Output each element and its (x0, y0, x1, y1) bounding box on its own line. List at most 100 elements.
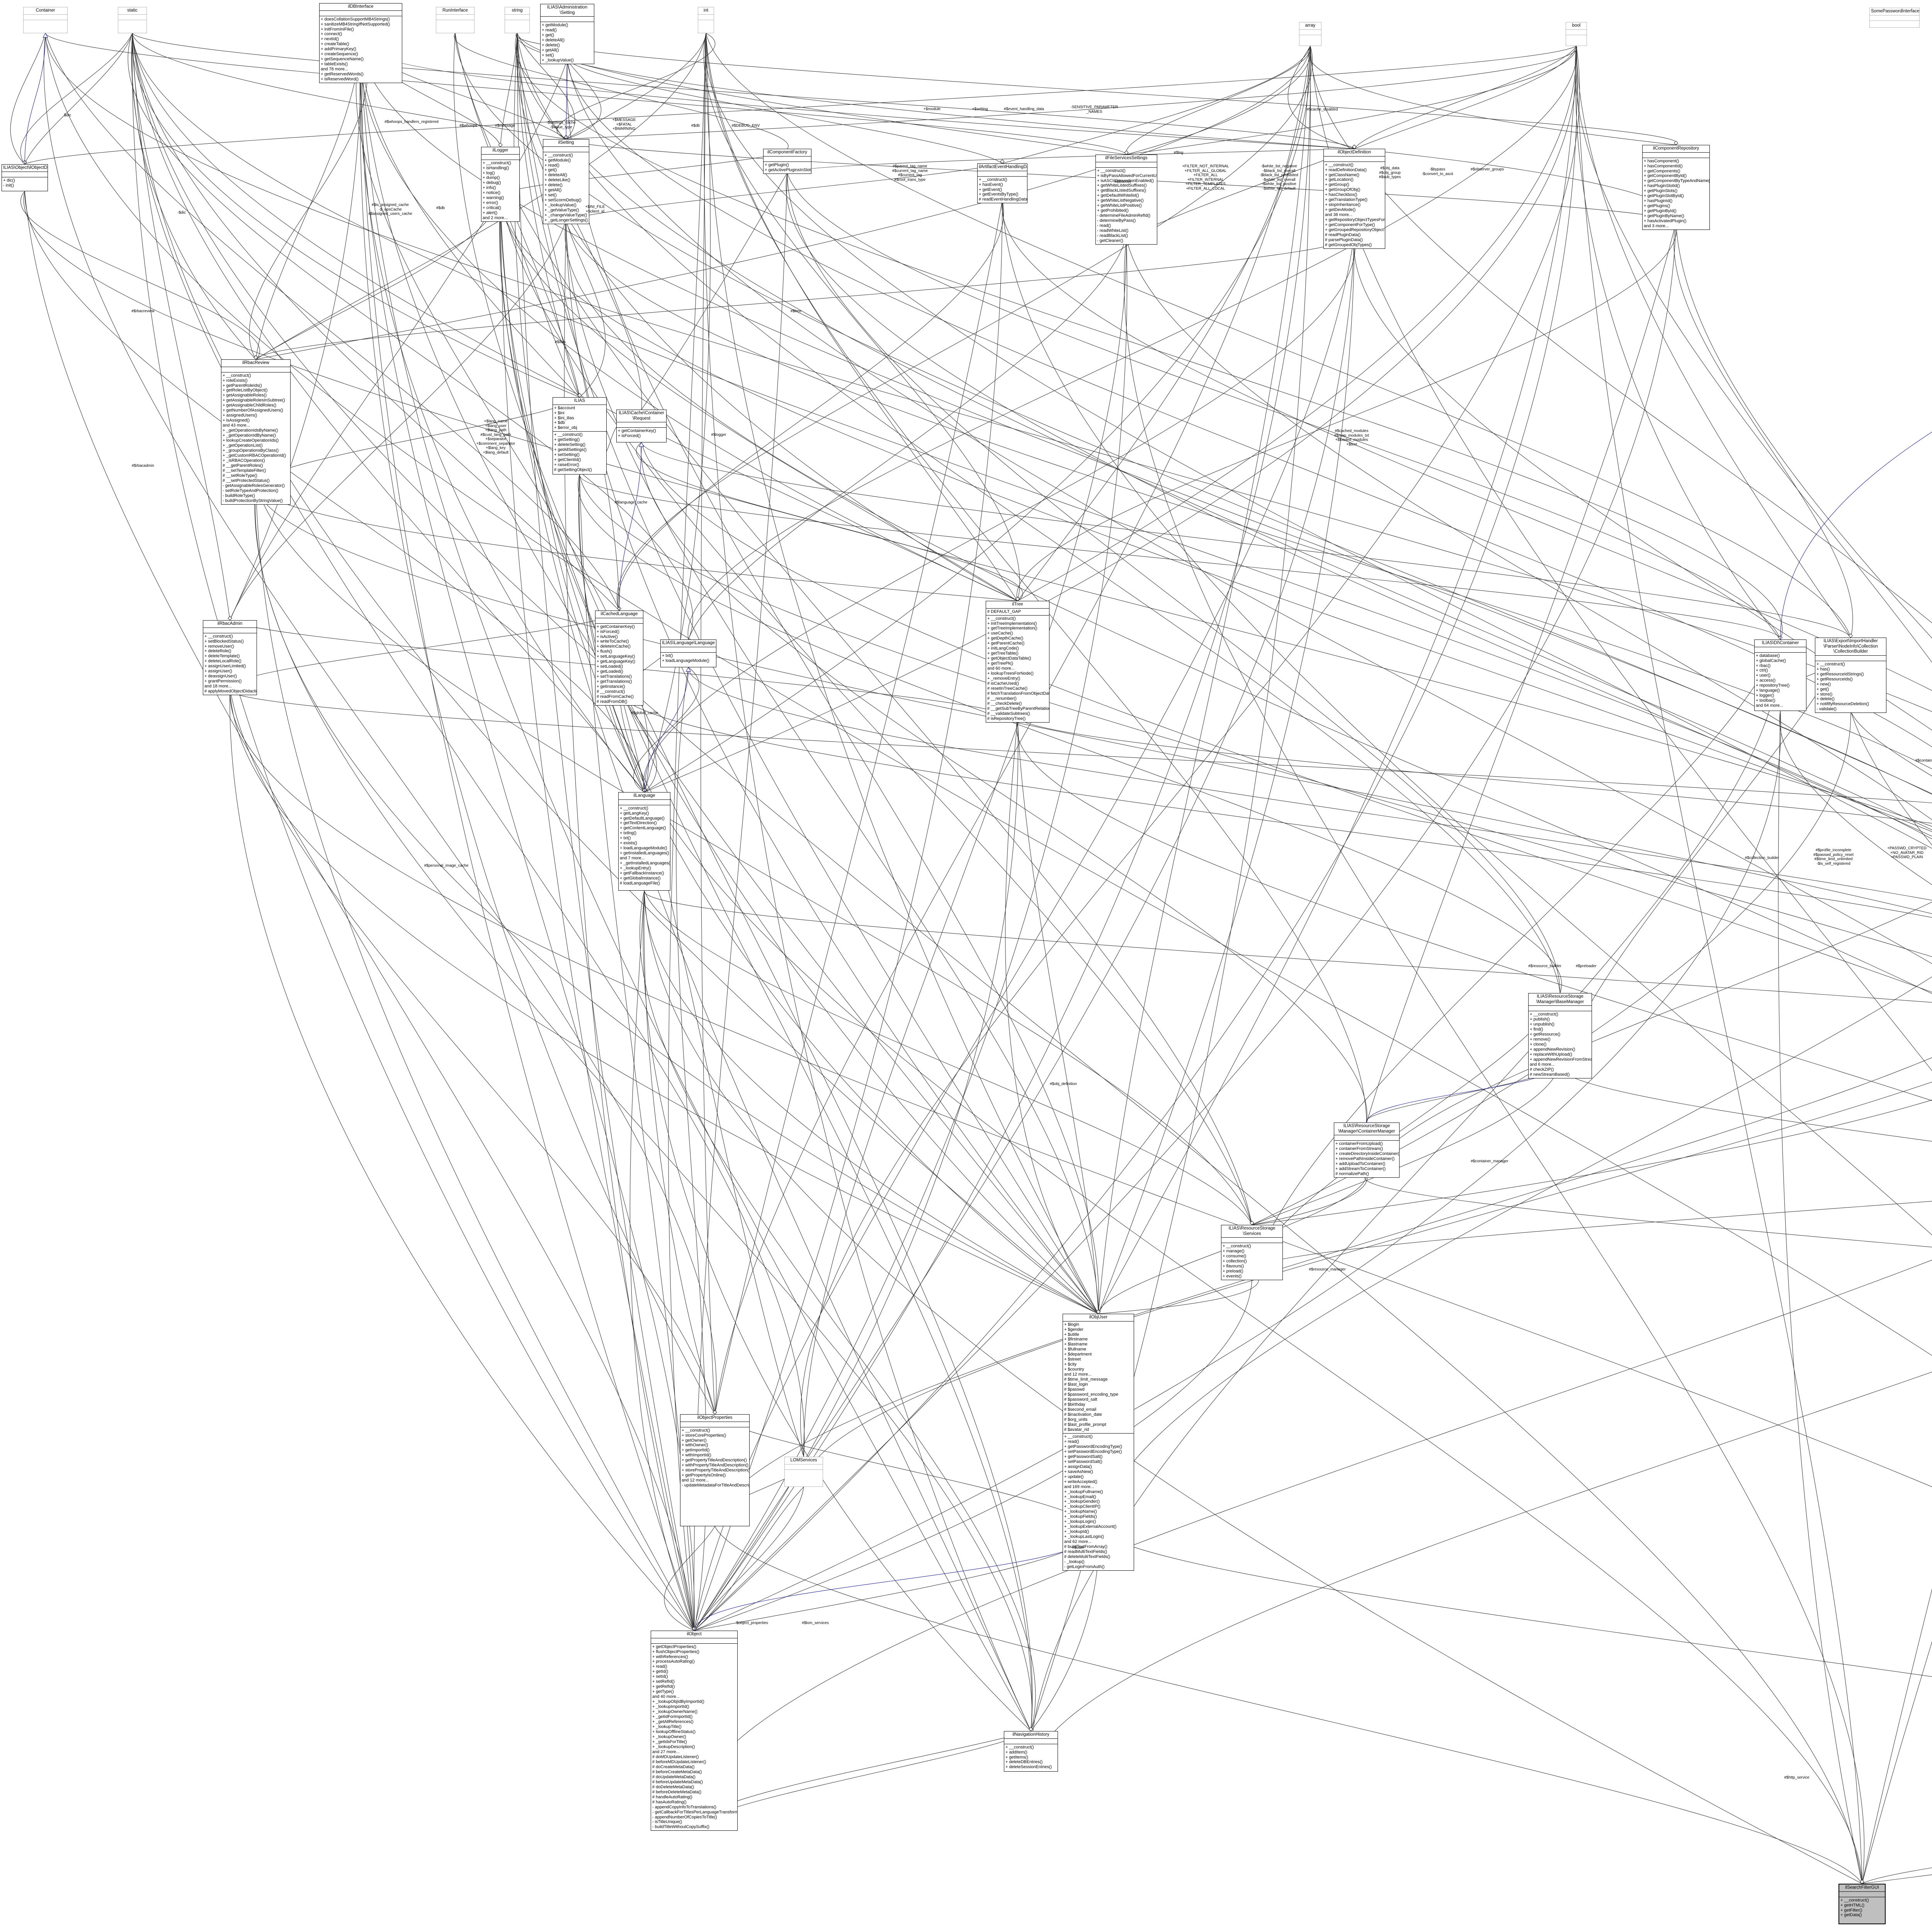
aggregation-diamond (692, 1626, 697, 1631)
class-node-ilobjuser[interactable]: ilObjUser+ $login+ $gender+ $utitle+ $fi… (1063, 1314, 1134, 1571)
class-node-operations: + database()+ globalCache()+ rbac()+ ctr… (1755, 653, 1806, 709)
class-operation: - isTitleUnique() (652, 1820, 682, 1825)
class-operation: + remove() (1530, 1037, 1551, 1042)
class-operation: + _lookupName() (1064, 1509, 1097, 1514)
class-node-operations (1299, 35, 1321, 37)
class-operation: + _lookupValue() (542, 58, 574, 63)
class-operation: and 43 more... (223, 423, 250, 428)
class-node-static[interactable]: static (118, 7, 147, 33)
class-operation: + __construct() (620, 806, 648, 811)
class-node-ilrbacreview[interactable]: ilRbacReview+ __construct()+ roleExists(… (221, 359, 291, 505)
class-node-ilias_rs_manager_basemanager[interactable]: ILIAS\ResourceStorage \Manager\BaseManag… (1528, 993, 1592, 1078)
class-node-attributes (764, 156, 811, 162)
class-operation: + isASCIIConvertionEnabled() (1097, 178, 1154, 183)
class-operation: + storePropertyTitleAndDescription() (682, 1468, 750, 1473)
aggregation-edge (20, 33, 133, 165)
class-node-ilfileservicessettings[interactable]: ilFileServicesSettings+ __construct()+ i… (1095, 155, 1157, 245)
class-node-ilias_object_ilobjectdic[interactable]: ILIAS\Object\ilObjectDIC+ dic()- init() (2, 164, 48, 191)
class-node-ilias[interactable]: ILIAS+ $account+ $ini+ $ini_ilias+ $db+ … (553, 397, 607, 474)
aggregation-diamond (253, 355, 258, 360)
class-operation: + createSequence() (321, 52, 358, 57)
class-node-ilcomponentrepository[interactable]: ilComponentRepository+ hasComponent()+ h… (1642, 145, 1710, 230)
class-operation: + clone() (1530, 1042, 1547, 1047)
aggregation-edge (10, 33, 46, 165)
class-operation: + notice() (483, 190, 501, 196)
class-operation: # __checkDelete() (987, 701, 1022, 706)
class-operation: + removeUser() (204, 644, 234, 649)
class-operation: + setPasswordEncodingType() (1064, 1449, 1122, 1454)
class-operation: + get() (542, 33, 554, 38)
aggregation-edge (714, 200, 1003, 1415)
class-node-title: ILIAS\ResourceStorage \Manager\Container… (1334, 1123, 1399, 1136)
class-attribute: # $birthday (1064, 1402, 1085, 1407)
class-attribute: + $db (554, 420, 565, 425)
class-node-array[interactable]: array (1299, 22, 1321, 46)
aggregation-edge (24, 33, 133, 165)
class-operation: + getTranslations() (597, 679, 632, 684)
class-operation: + find() (1530, 1027, 1543, 1032)
class-node-int[interactable]: int (698, 7, 714, 33)
class-operation: and 6 more... (1530, 1062, 1555, 1067)
edge-label: #$cached_modules #$map_modules_txt +$loa… (1334, 429, 1369, 447)
class-node-ilsomepasswordinterface[interactable]: SomePasswordInterface (1869, 8, 1920, 28)
class-node-illogger[interactable]: ilLogger+ __construct()+ isHandling()+ l… (481, 147, 520, 222)
class-node-ilias_admin_setting[interactable]: ILIAS\Administration \Setting+ getModule… (540, 4, 594, 64)
aggregation-edge (1850, 711, 1932, 845)
class-node-attributes (118, 15, 146, 20)
class-node-ilobjectproperties[interactable]: ilObjectProperties+ __construct()+ store… (680, 1414, 750, 1526)
class-operation: + getGroupedRepositoryObjectTypes() (1325, 228, 1385, 233)
aggregation-edge (619, 687, 1862, 1884)
class-node-ilias_di_container[interactable]: ILIAS\DI\Container+ database()+ globalCa… (1754, 639, 1806, 711)
class-node-ilobject[interactable]: ilObject+ getObjectProperties()+ flushOb… (651, 1631, 738, 1831)
class-node-ilias_rs_manager_containermanager[interactable]: ILIAS\ResourceStorage \Manager\Container… (1334, 1122, 1400, 1178)
edge-label: #$is_assigned_cache -$_opsCache #$assign… (368, 203, 412, 216)
class-node-ilsearchfiltergui[interactable]: ilSearchFilterGUI+ __construct()+ getHTM… (1838, 1884, 1886, 1924)
class-node-title: static (118, 7, 146, 15)
aggregation-diamond (1029, 1727, 1033, 1731)
class-operation: + _lookupOwner() (652, 1735, 686, 1739)
class-operation: - appendCopyInfoToTranslations() (652, 1804, 716, 1810)
class-attribute: + $country (1064, 1367, 1084, 1372)
class-node-ilnavigationhistory[interactable]: ilNavigationHistory+ __construct()+ addI… (1004, 1731, 1058, 1772)
edge-label: #$DEBUG_ENV (731, 124, 760, 128)
class-node-title: LOMServices (785, 1457, 823, 1464)
aggregation-diamond (1096, 1310, 1101, 1314)
aggregation-edge (578, 474, 1562, 993)
class-node-ilcachedlanguage[interactable]: ilCachedLanguage+ getContainerKey()+ isF… (595, 611, 643, 706)
class-operation: and 38 more... (1325, 213, 1352, 218)
class-operation: + _getIdForImportId() (652, 1714, 693, 1719)
class-node-runinterface[interactable]: RunInterface (436, 7, 474, 33)
class-operation: + lookupCreateOperationIds() (223, 438, 279, 443)
aggregation-diamond (692, 1626, 697, 1631)
class-node-ilias_language_language[interactable]: ILIAS\Language\Language+ txt()+ loadLang… (660, 639, 716, 667)
class-node-ilias_import_collectionbuilder[interactable]: ILIAS\Export\ImportHandler \Parser\NodeI… (1815, 638, 1886, 713)
class-node-ildbinterface[interactable]: ilDBInterface+ doesCollationSupportMB4St… (319, 3, 402, 83)
class-operation: # readMultiTextFields() (1064, 1549, 1107, 1554)
class-node-illanguage[interactable]: ilLanguage+ __construct()+ getLangKey()+… (618, 792, 670, 891)
aggregation-edge (1850, 711, 1932, 777)
class-node-container[interactable]: Container (23, 7, 68, 33)
class-node-ilias_cache_container_request[interactable]: ILIAS\Cache\Container \Request+ getConta… (616, 410, 667, 442)
class-node-ilartifacteventhandlingdata[interactable]: ilArtifactEventHandlingData+ __construct… (977, 163, 1027, 204)
class-operation: + hasPluginSlotId() (1644, 184, 1680, 189)
class-node-string[interactable]: string (505, 7, 530, 33)
class-node-title: ILIAS\ResourceStorage \Manager\BaseManag… (1529, 993, 1592, 1006)
class-node-ilrbacadmin[interactable]: ilRbacAdmin+ __construct()+ setBlockedSt… (203, 620, 257, 696)
class-operation: + _lookupTitle() (652, 1725, 682, 1730)
class-node-ilsetting[interactable]: ilSetting+ __construct()+ getModule()+ r… (543, 139, 589, 224)
class-operation: + notififyResourceDeletion() (1816, 702, 1869, 707)
class-node-ilias_resourcestorage_services[interactable]: ILIAS\ResourceStorage \Services+ __const… (1221, 1225, 1283, 1280)
aggregation-diamond (692, 1626, 697, 1631)
class-attribute: + $error_obj (554, 425, 577, 430)
aggregation-edge (500, 197, 1932, 832)
class-node-ilobjectdefinition[interactable]: ilObjectDefinition+ __construct()+ readD… (1323, 149, 1385, 249)
class-node-lomservices[interactable]: LOMServices (784, 1457, 823, 1487)
class-operation: - readWhiteList() (1097, 228, 1129, 233)
class-operation: # isCacheUsed() (987, 681, 1019, 686)
class-node-iltree[interactable]: ilTree# DEFAULT_GAP+ __construct()+ init… (986, 601, 1049, 723)
class-node-bool[interactable]: bool (1566, 22, 1587, 46)
class-node-title: ilRbacAdmin (203, 621, 257, 628)
aggregation-edge (1354, 46, 1577, 149)
class-node-ilcomponentfactory[interactable]: ilComponentFactory+ getPlugin()+ getActi… (763, 149, 811, 174)
aggregation-diamond (577, 393, 582, 398)
